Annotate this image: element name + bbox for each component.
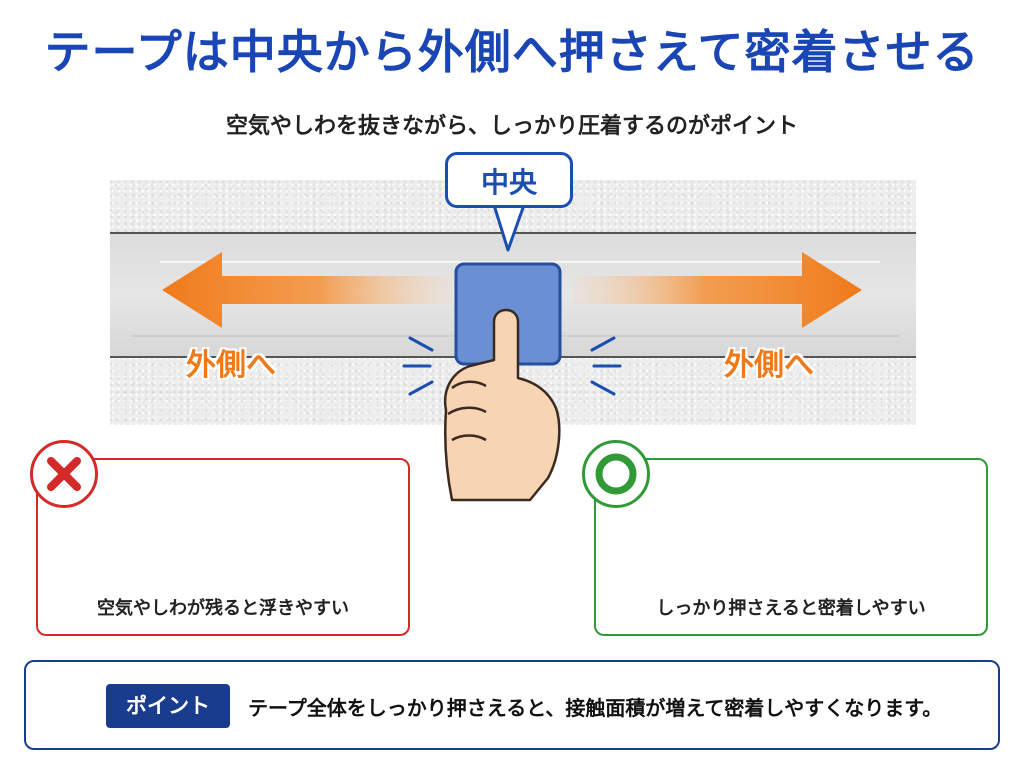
good-example-caption: しっかり押さえると密着しやすい	[656, 598, 926, 619]
tip-badge: ポイント	[106, 684, 230, 728]
center-callout: 中央	[445, 152, 573, 208]
page-subtitle: 空気やしわを抜きながら、しっかり圧着するのがポイント	[225, 114, 798, 139]
circle-mark	[582, 440, 650, 508]
left-direction-label: 外側へ	[186, 348, 276, 383]
good-example-panel: しっかり押さえると密着しやすい	[594, 458, 988, 636]
circle-icon	[595, 453, 637, 495]
bad-example-panel: 空気やしわが残ると浮きやすい	[36, 458, 410, 636]
tip-text: テープ全体をしっかり押さえると、接触面積が増えて密着しやすくなります。	[248, 696, 943, 720]
right-direction-label: 外側へ	[724, 348, 814, 383]
bad-example-caption: 空気やしわが残ると浮きやすい	[97, 598, 349, 619]
cross-mark	[30, 440, 98, 508]
page-title: テープは中央から外側へ押さえて密着させる	[44, 25, 980, 79]
cross-icon	[47, 457, 81, 491]
tip-box: ポイント テープ全体をしっかり押さえると、接触面積が増えて密着しやすくなります。	[24, 660, 1000, 750]
